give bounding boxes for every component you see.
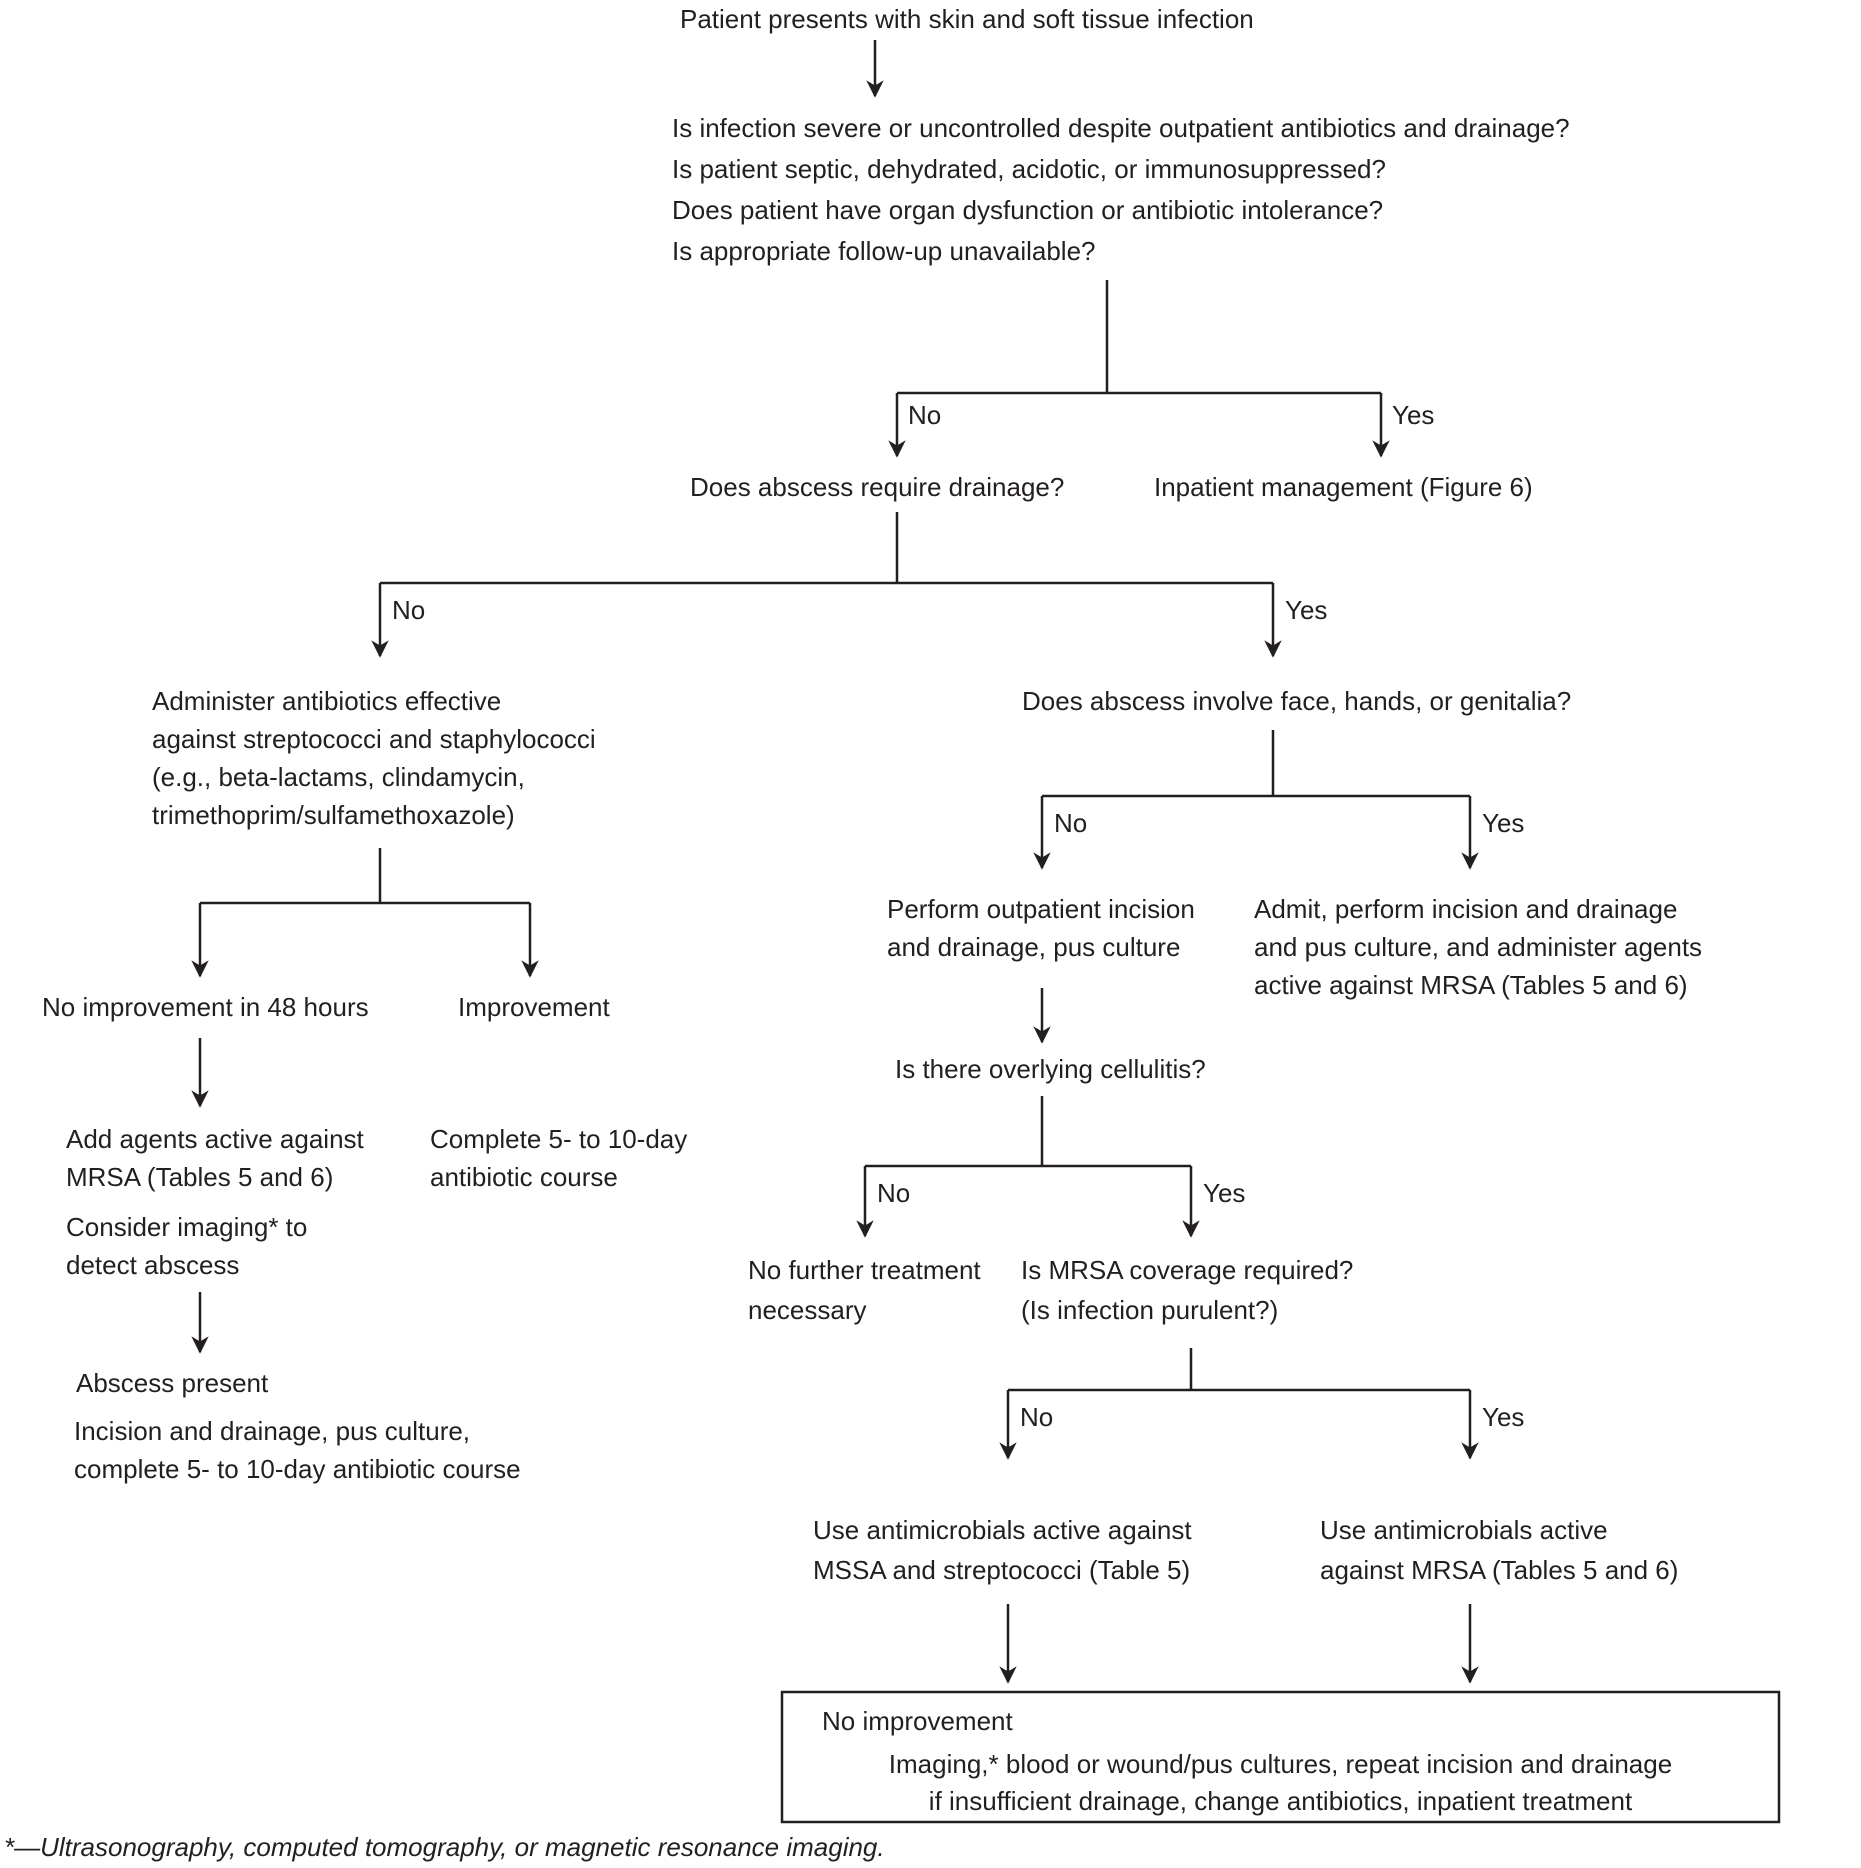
branch-label-no-2: No <box>392 595 426 625</box>
branch-label-no-4: No <box>877 1178 911 1208</box>
node-administer-antibiotics: Administer antibiotics effective against… <box>152 686 596 830</box>
node-admit-incision: Admit, perform incision and drainage and… <box>1254 894 1703 1000</box>
node-use-mrsa-antimicrobials: Use antimicrobials active against MRSA (… <box>1320 1515 1679 1585</box>
node-complete-course: Complete 5- to 10-day antibiotic course <box>430 1124 688 1192</box>
branch-label-yes-2: Yes <box>1285 595 1328 625</box>
node-improvement: Improvement <box>458 992 610 1022</box>
node-cellulitis-question: Is there overlying cellulitis? <box>895 1054 1206 1084</box>
node-patient-presents: Patient presents with skin and soft tiss… <box>680 4 1254 34</box>
node-consider-imaging: Consider imaging* to detect abscess <box>66 1212 308 1280</box>
branch-label-yes-4: Yes <box>1203 1178 1246 1208</box>
node-abscess-present: Abscess present <box>76 1368 269 1398</box>
node-inpatient-management: Inpatient management (Figure 6) <box>1154 472 1533 502</box>
node-no-further-treatment: No further treatment necessary <box>748 1255 981 1325</box>
node-screening-questions: Is infection severe or uncontrolled desp… <box>672 113 1570 266</box>
branch-label-no-3: No <box>1054 808 1088 838</box>
branch-label-no-1: No <box>908 400 942 430</box>
node-add-mrsa-agents: Add agents active against MRSA (Tables 5… <box>66 1124 364 1192</box>
outcome-box-body: Imaging,* blood or wound/pus cultures, r… <box>888 1749 1673 1816</box>
node-no-improvement-48h: No improvement in 48 hours <box>42 992 369 1022</box>
branch-label-yes-5: Yes <box>1482 1402 1525 1432</box>
outcome-box-title: No improvement <box>822 1706 1013 1736</box>
node-mrsa-coverage-question: Is MRSA coverage required? (Is infection… <box>1021 1255 1354 1325</box>
node-incision-drainage: Incision and drainage, pus culture, comp… <box>74 1416 521 1484</box>
node-face-question: Does abscess involve face, hands, or gen… <box>1022 686 1572 716</box>
node-drainage-question: Does abscess require drainage? <box>690 472 1065 502</box>
branch-label-no-5: No <box>1020 1402 1054 1432</box>
branch-label-yes-3: Yes <box>1482 808 1525 838</box>
imaging-footnote: *—Ultrasonography, computed tomography, … <box>4 1832 885 1862</box>
node-outpatient-incision: Perform outpatient incision and drainage… <box>887 894 1195 962</box>
node-use-mssa-antimicrobials: Use antimicrobials active against MSSA a… <box>813 1515 1192 1585</box>
branch-label-yes-1: Yes <box>1392 400 1435 430</box>
